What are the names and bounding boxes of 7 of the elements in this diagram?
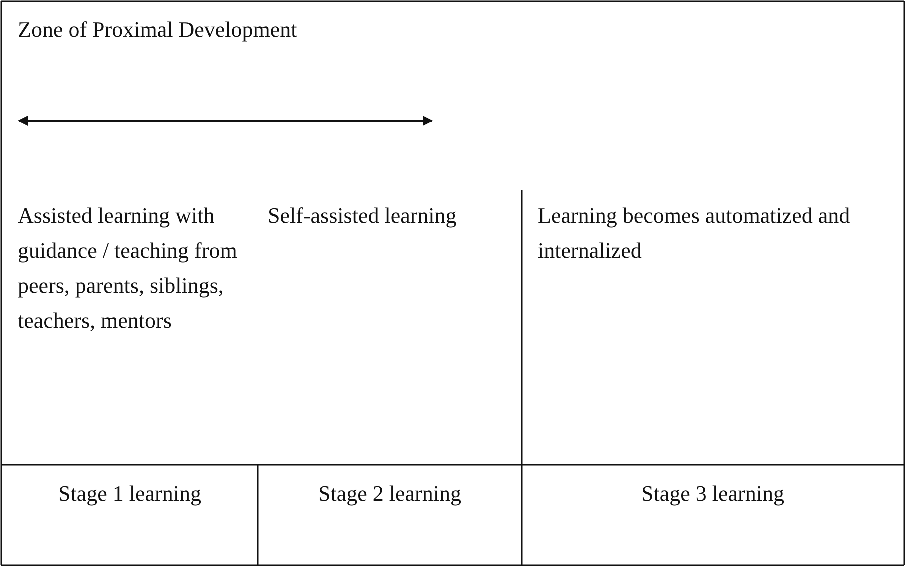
stage-label: Stage 1 learning	[58, 480, 202, 508]
heading: Zone of Proximal Development	[18, 16, 298, 44]
stage-description: Learning becomes automatized and internalized	[538, 202, 852, 265]
stage-description: Assisted learning with guidance / teaching from peers, parents, siblings, teachers, mentors	[18, 202, 238, 335]
stage-description: Self-assisted learning	[268, 202, 458, 230]
stage-label: Stage 3 learning	[640, 480, 786, 508]
stage-label: Stage 2 learning	[318, 480, 462, 508]
